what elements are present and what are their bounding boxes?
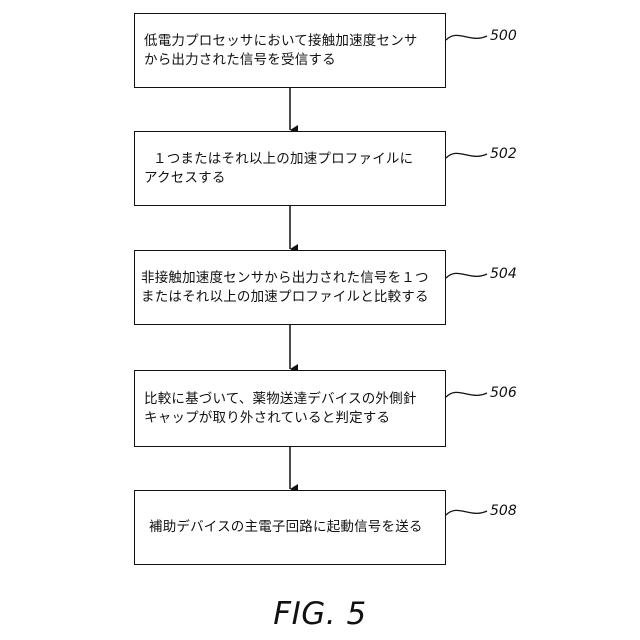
step-506-line-2: キャップが取り外されていると判定する (141, 409, 439, 428)
step-502-line-1: １つまたはそれ以上の加速プロファイルに (141, 150, 439, 169)
step-504-line-2: またはそれ以上の加速プロファイルと比較する (141, 288, 439, 307)
ref-label-508: 508 (490, 503, 517, 519)
step-box-506: 比較に基づいて、薬物送達デバイスの外側針 キャップが取り外されていると判定する (134, 370, 446, 447)
step-504-line-1: 非接触加速度センサから出力された信号を１つ (141, 269, 439, 288)
step-508-line-1: 補助デバイスの主電子回路に起動信号を送る (141, 518, 439, 537)
step-500-line-2: から出力された信号を受信する (141, 51, 439, 70)
ref-label-502: 502 (490, 146, 517, 162)
step-box-500: 低電力プロセッサにおいて接触加速度センサ から出力された信号を受信する (134, 13, 446, 88)
step-502-line-2: アクセスする (141, 169, 439, 188)
step-box-508: 補助デバイスの主電子回路に起動信号を送る (134, 490, 446, 565)
step-506-line-1: 比較に基づいて、薬物送達デバイスの外側針 (141, 390, 439, 409)
ref-label-500: 500 (490, 28, 517, 44)
ref-label-506: 506 (490, 385, 517, 401)
leader-502 (446, 153, 487, 158)
leader-506 (446, 392, 487, 397)
step-box-502: １つまたはそれ以上の加速プロファイルに アクセスする (134, 131, 446, 206)
ref-label-504: 504 (490, 266, 517, 282)
leader-508 (446, 510, 487, 515)
figure-label: FIG. 5 (0, 596, 640, 632)
step-box-504: 非接触加速度センサから出力された信号を１つ またはそれ以上の加速プロファイルと比… (134, 250, 446, 325)
step-500-line-1: 低電力プロセッサにおいて接触加速度センサ (141, 32, 439, 51)
leader-500 (446, 35, 487, 40)
leader-504 (446, 273, 487, 278)
